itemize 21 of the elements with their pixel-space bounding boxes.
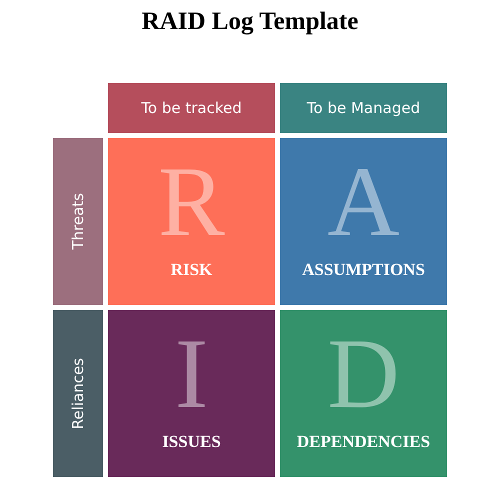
quadrant-label: ISSUES bbox=[161, 432, 222, 452]
row-label: Reliances bbox=[69, 358, 87, 430]
row-label: Threats bbox=[69, 193, 87, 250]
quadrant-tile bbox=[280, 138, 447, 305]
quadrant-label: ASSUMPTIONS bbox=[301, 260, 426, 280]
initial-letter: I bbox=[174, 324, 210, 424]
quadrant-tile bbox=[108, 138, 275, 305]
row-header bbox=[53, 138, 103, 305]
column-header bbox=[108, 83, 275, 133]
quadrant-label: DEPENDENCIES bbox=[296, 432, 432, 452]
quadrant-tile bbox=[280, 310, 447, 477]
column-header bbox=[280, 83, 447, 133]
header-label: To be Managed bbox=[306, 99, 420, 117]
row-header bbox=[53, 310, 103, 477]
title: RAID Log Template bbox=[140, 8, 360, 36]
initial-letter: A bbox=[326, 152, 401, 252]
quadrant-tile bbox=[108, 310, 275, 477]
initial-letter: R bbox=[157, 152, 226, 252]
quadrant-label: RISK bbox=[170, 260, 214, 280]
header-label: To be tracked bbox=[141, 99, 242, 117]
initial-letter: D bbox=[326, 324, 401, 424]
